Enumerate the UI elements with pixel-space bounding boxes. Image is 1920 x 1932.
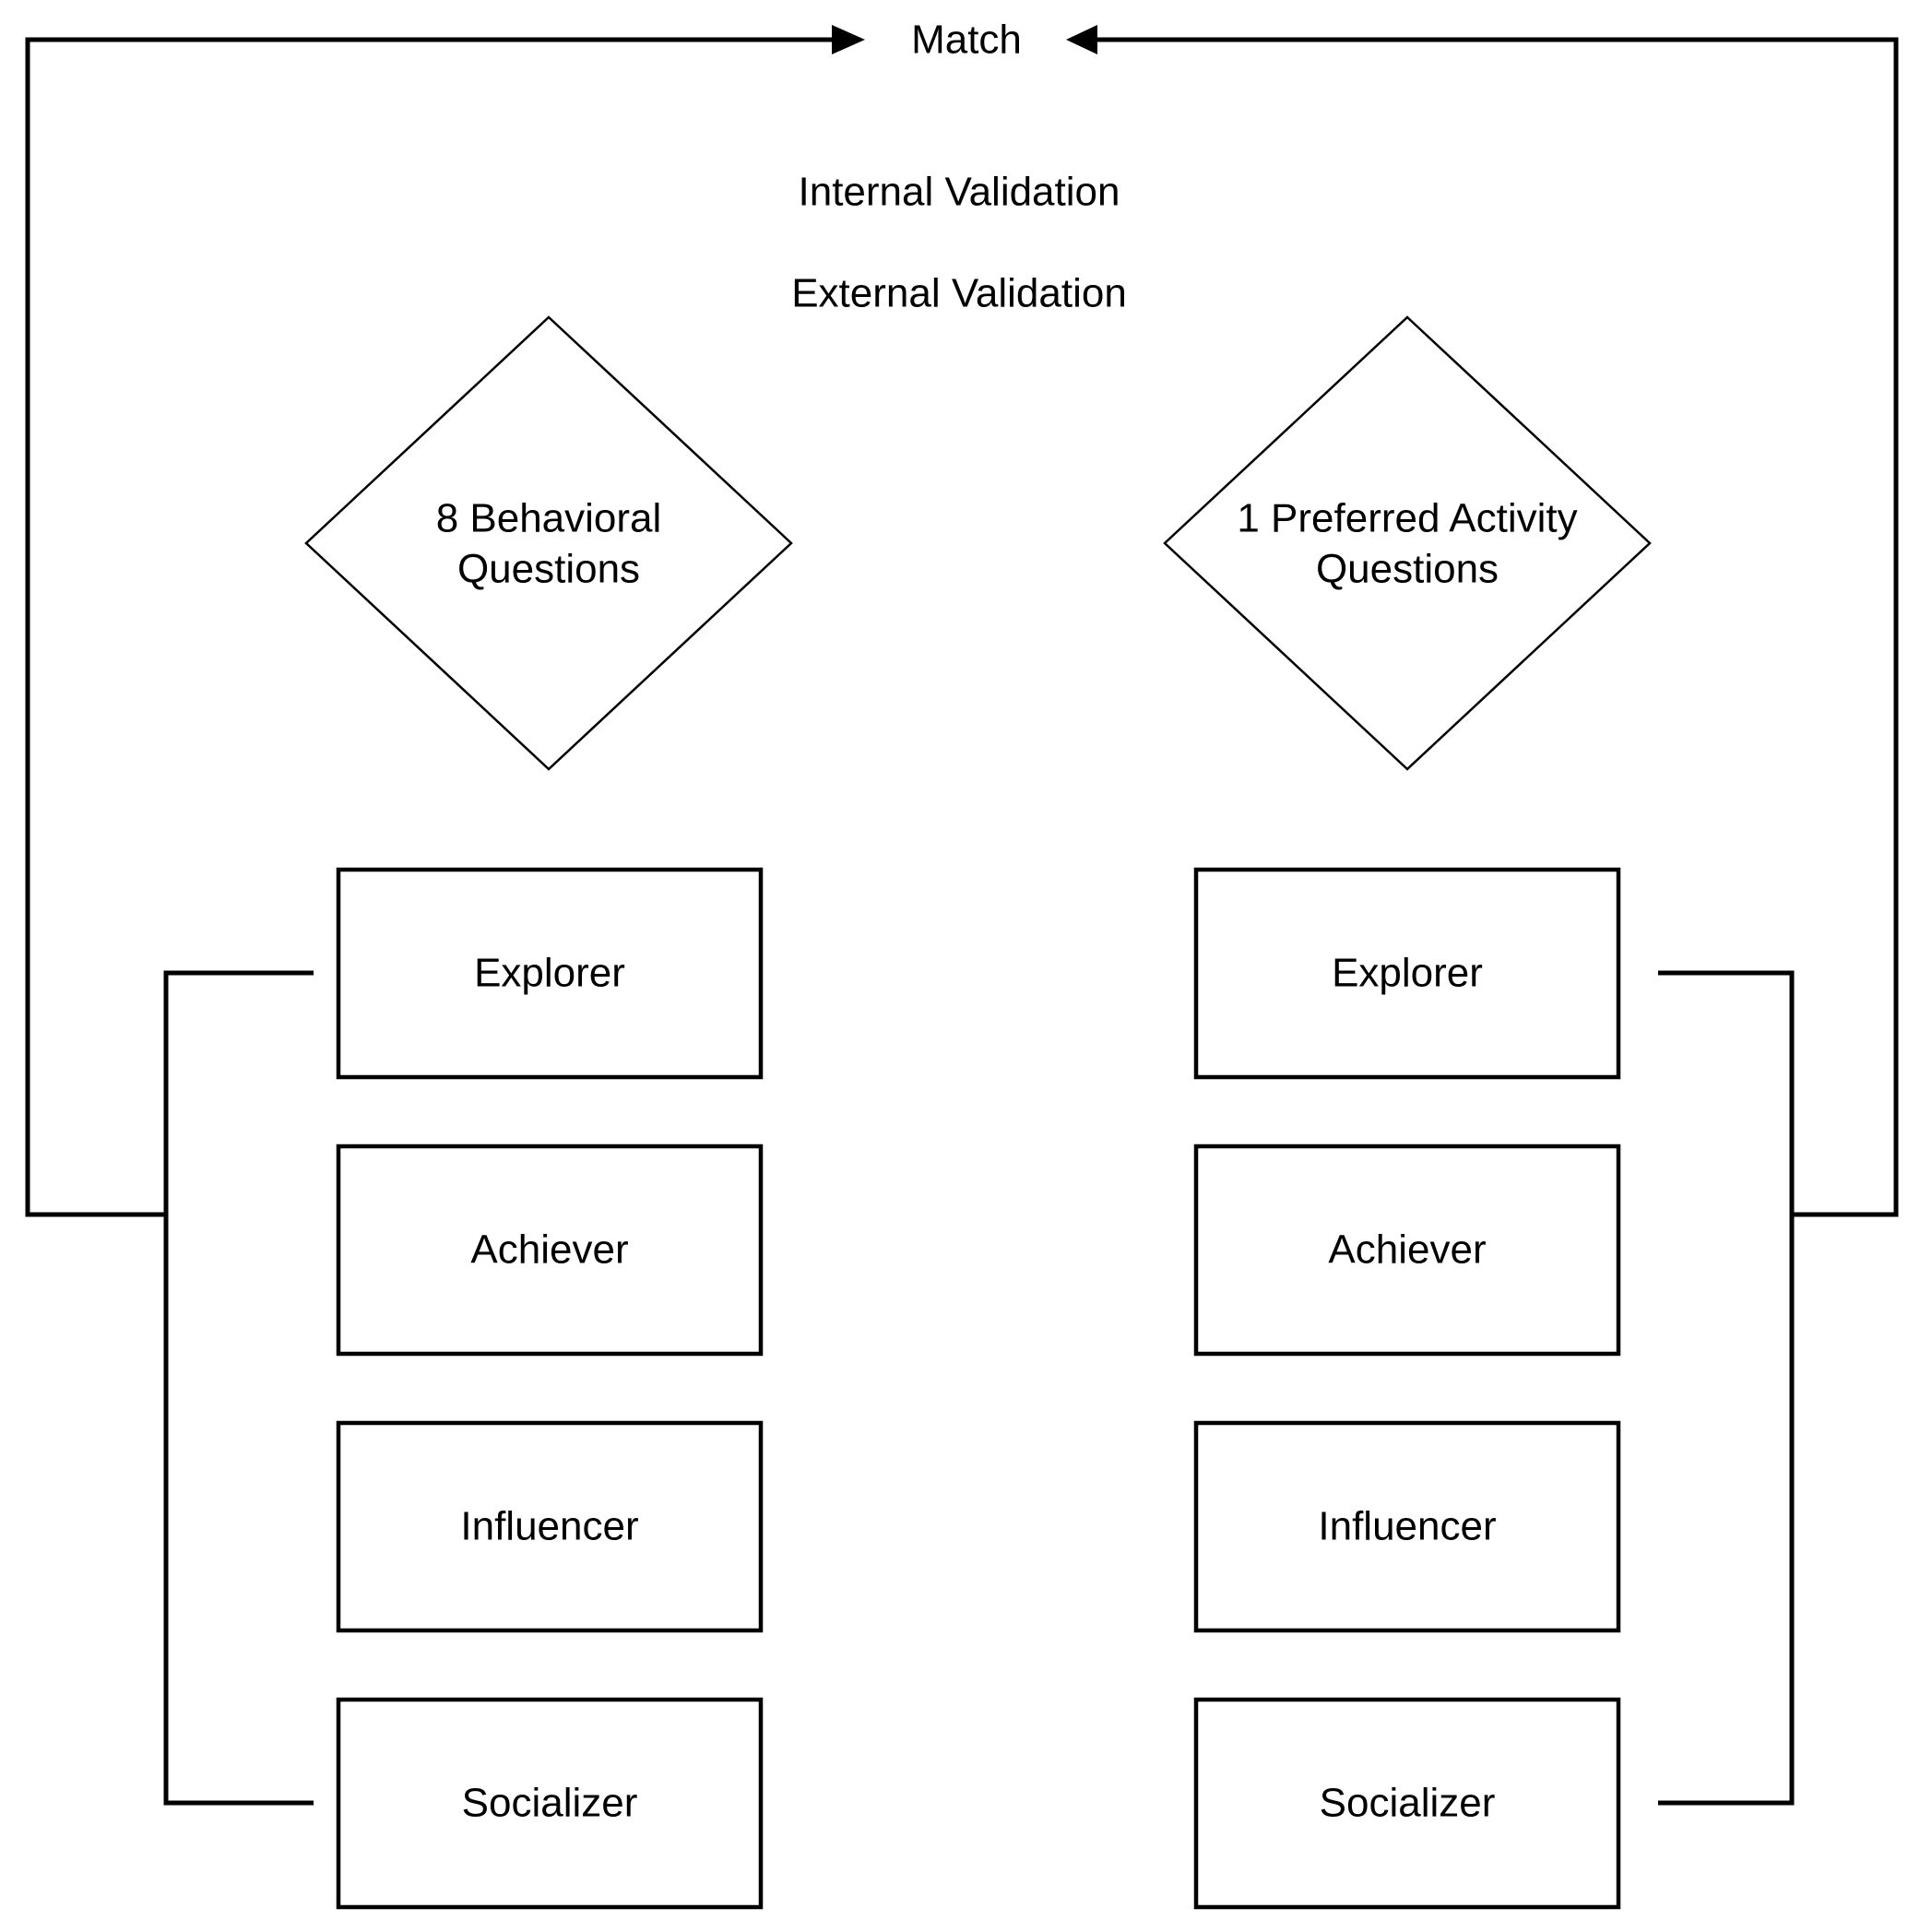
node-label: Achiever	[1328, 1227, 1486, 1273]
external-validation-label: External Validation	[791, 271, 1127, 316]
match-arrowhead-left-icon	[832, 25, 865, 54]
box-shape	[1193, 1420, 1621, 1633]
right-bracket-line	[1658, 970, 1795, 1806]
node-influencer-left: Influencer	[336, 1420, 764, 1633]
box-shape	[336, 1697, 764, 1910]
left-diamond-label-line2: Questions	[457, 547, 640, 592]
diamond-shape	[304, 315, 793, 771]
left-bracket-line	[163, 970, 314, 1806]
node-label: Explorer	[474, 951, 625, 996]
node-influencer-right: Influencer	[1193, 1420, 1621, 1633]
box-shape	[1193, 867, 1621, 1080]
match-arrowhead-right-icon	[1066, 25, 1097, 54]
box-shape	[336, 1420, 764, 1633]
box-shape	[1193, 1697, 1621, 1910]
left-diamond-behavioral-questions: 8 Behavioral Questions	[304, 315, 793, 771]
right-diamond-label-line1: 1 Preferred Activity	[1237, 496, 1577, 541]
box-shape	[336, 1144, 764, 1357]
node-label: Socializer	[462, 1781, 638, 1826]
right-loop-connector	[1066, 25, 1899, 1806]
node-label: Achiever	[470, 1227, 628, 1273]
box-shape	[1193, 1144, 1621, 1357]
internal-validation-label: Internal Validation	[799, 170, 1120, 215]
box-shape	[336, 867, 764, 1080]
right-diamond-preferred-activity-questions: 1 Preferred Activity Questions	[1163, 315, 1652, 771]
node-achiever-left: Achiever	[336, 1144, 764, 1357]
node-socializer-left: Socializer	[336, 1697, 764, 1910]
right-diamond-label-line2: Questions	[1316, 547, 1499, 592]
node-label: Explorer	[1332, 951, 1483, 996]
diamond-shape	[1163, 315, 1652, 771]
node-label: Influencer	[1318, 1504, 1496, 1549]
node-achiever-right: Achiever	[1193, 1144, 1621, 1357]
right-loop-line	[1097, 37, 1899, 1217]
node-explorer-right: Explorer	[1193, 867, 1621, 1080]
node-explorer-left: Explorer	[336, 867, 764, 1080]
match-label: Match	[911, 18, 1022, 63]
left-diamond-label-line1: 8 Behavioral	[436, 496, 662, 541]
node-label: Influencer	[460, 1504, 638, 1549]
node-label: Socializer	[1320, 1781, 1496, 1826]
left-loop-connector	[25, 25, 865, 1806]
node-socializer-right: Socializer	[1193, 1697, 1621, 1910]
left-loop-line	[25, 37, 832, 1217]
